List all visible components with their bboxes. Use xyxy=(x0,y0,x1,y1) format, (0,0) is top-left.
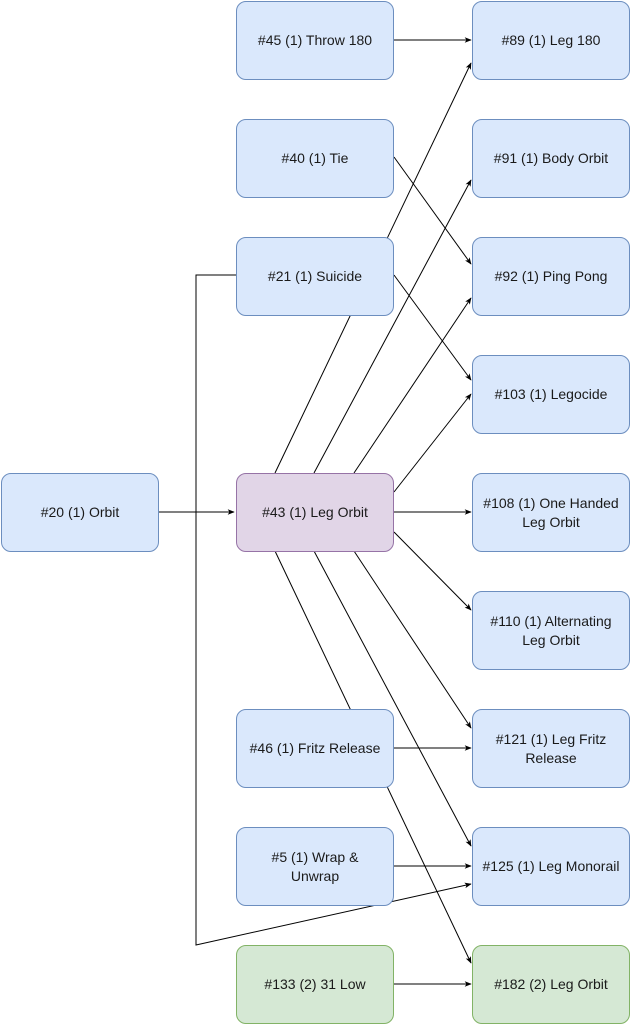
node-label: #45 (1) Throw 180 xyxy=(257,32,373,48)
node-label: #110 (1) Alternating Leg Orbit xyxy=(490,612,612,648)
edge-n43-to-n110 xyxy=(393,531,472,611)
node-n20[interactable]: #20 (1) Orbit xyxy=(1,473,159,552)
node-label: #121 (1) Leg Fritz Release xyxy=(495,730,607,766)
node-label: #43 (1) Leg Orbit xyxy=(262,504,368,520)
edge-n21-to-n125 xyxy=(195,274,472,946)
node-label: #125 (1) Leg Monorail xyxy=(482,858,620,874)
node-label: #20 (1) Orbit xyxy=(40,504,120,520)
node-n91[interactable]: #91 (1) Body Orbit xyxy=(472,119,630,198)
node-label: #92 (1) Ping Pong xyxy=(494,268,608,284)
node-n133[interactable]: #133 (2) 31 Low xyxy=(236,945,394,1024)
node-n45[interactable]: #45 (1) Throw 180 xyxy=(236,1,394,80)
node-label: #89 (1) Leg 180 xyxy=(501,32,601,48)
node-label: #103 (1) Legocide xyxy=(494,386,608,402)
node-label: #21 (1) Suicide xyxy=(267,268,363,284)
edge-n21-to-n103 xyxy=(393,274,472,381)
node-n21[interactable]: #21 (1) Suicide xyxy=(236,237,394,316)
node-n125[interactable]: #125 (1) Leg Monorail xyxy=(472,827,630,906)
edge-n43-to-n121 xyxy=(353,550,472,729)
edge-n43-to-n92 xyxy=(353,297,472,474)
node-label: #182 (2) Leg Orbit xyxy=(494,976,608,992)
node-n43[interactable]: #43 (1) Leg Orbit xyxy=(236,473,394,552)
edge-n43-to-n125 xyxy=(313,550,472,847)
node-n108[interactable]: #108 (1) One Handed Leg Orbit xyxy=(472,473,630,552)
node-label: #40 (1) Tie xyxy=(281,150,349,166)
edge-n40-to-n92 xyxy=(393,156,472,265)
edge-n43-to-n91 xyxy=(313,179,472,474)
edge-n43-to-n103 xyxy=(393,393,472,493)
node-n182[interactable]: #182 (2) Leg Orbit xyxy=(472,945,630,1024)
node-n5[interactable]: #5 (1) Wrap & Unwrap xyxy=(236,827,394,906)
node-label: #46 (1) Fritz Release xyxy=(249,740,381,756)
node-n103[interactable]: #103 (1) Legocide xyxy=(472,355,630,434)
node-n46[interactable]: #46 (1) Fritz Release xyxy=(236,709,394,788)
node-label: #91 (1) Body Orbit xyxy=(493,150,609,166)
node-n92[interactable]: #92 (1) Ping Pong xyxy=(472,237,630,316)
node-n89[interactable]: #89 (1) Leg 180 xyxy=(472,1,630,80)
node-n40[interactable]: #40 (1) Tie xyxy=(236,119,394,198)
node-n110[interactable]: #110 (1) Alternating Leg Orbit xyxy=(472,591,630,670)
node-label: #5 (1) Wrap & Unwrap xyxy=(271,848,359,884)
node-label: #133 (2) 31 Low xyxy=(264,976,366,992)
node-label: #108 (1) One Handed Leg Orbit xyxy=(483,494,619,530)
node-n121[interactable]: #121 (1) Leg Fritz Release xyxy=(472,709,630,788)
